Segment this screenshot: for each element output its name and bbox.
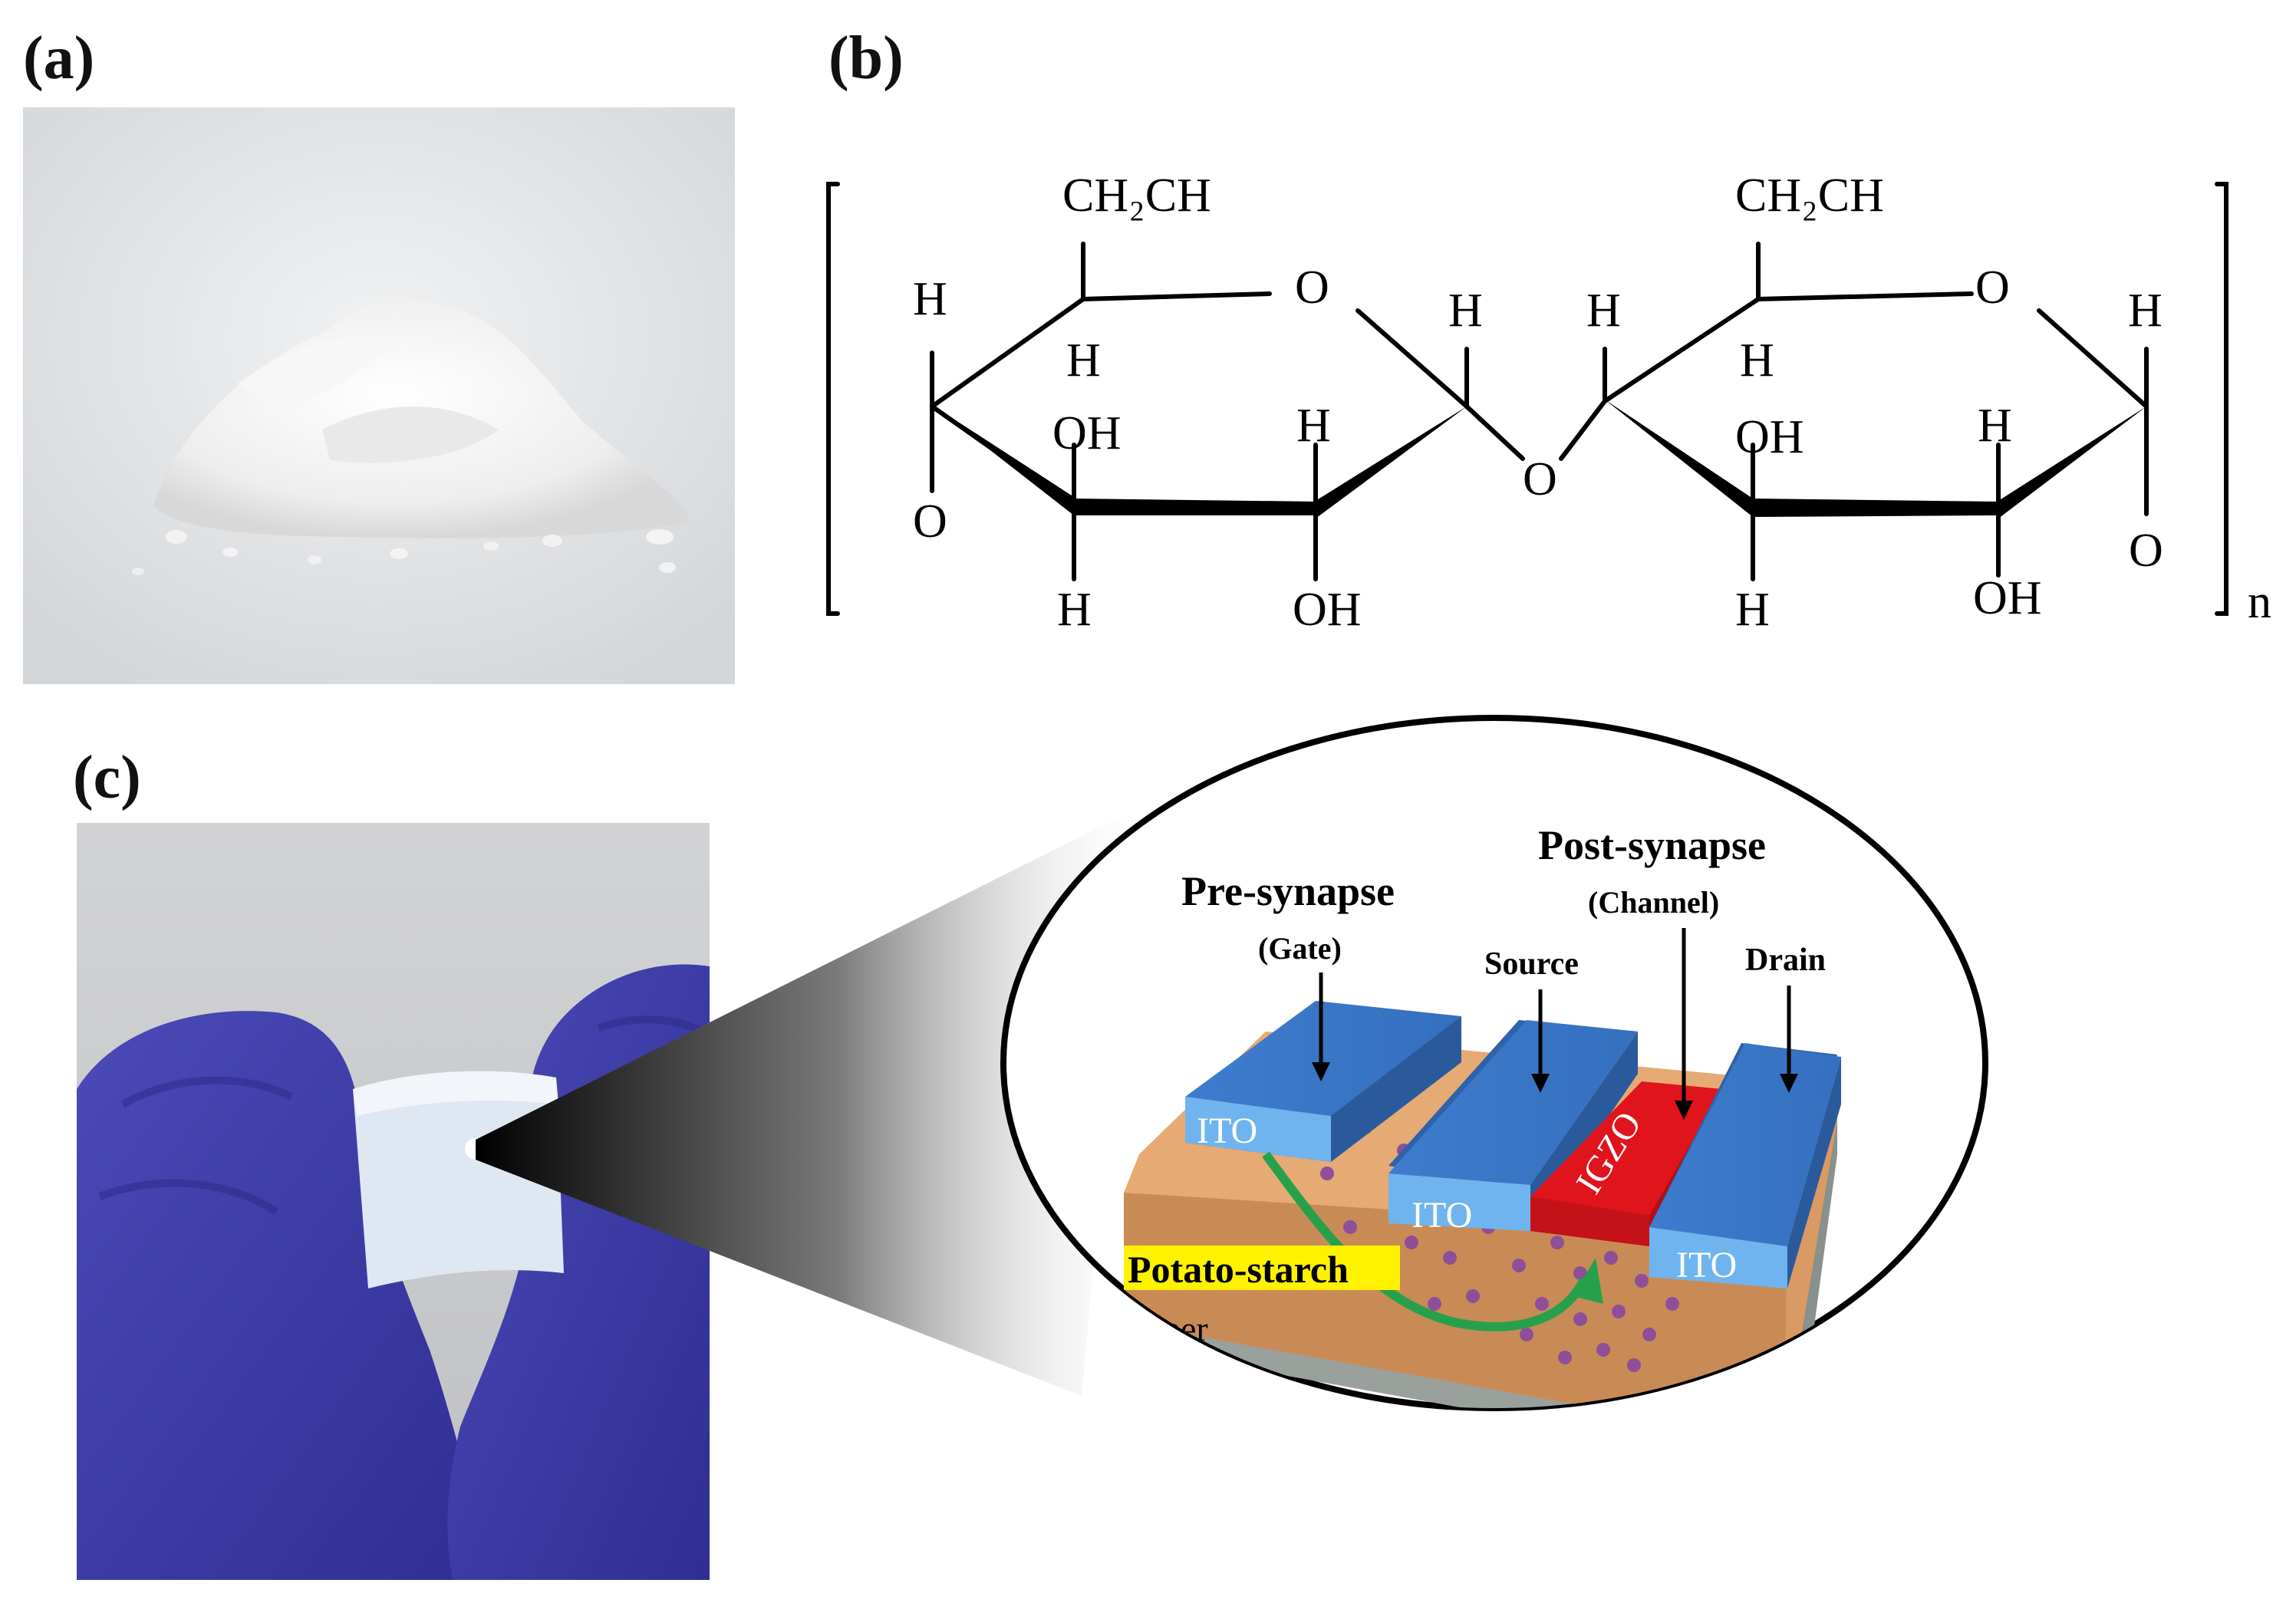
right-h-under-top: H [1740, 334, 1774, 387]
right-oh-upper: OH [1735, 411, 1804, 463]
right-o-right: O [2129, 525, 2163, 577]
powder-photo [23, 107, 735, 684]
gate-title: (Gate) [1258, 931, 1342, 966]
drain-electrode-front [1649, 1227, 1787, 1288]
gate-electrode [1185, 1001, 1461, 1116]
left-ch2ch: CH₂CH [1062, 169, 1211, 222]
starch-structure: n CH₂CH O H H H OH H O H OH O [826, 169, 2271, 636]
paper-label: Paper [1128, 1309, 1208, 1348]
left-o-bottom: O [913, 495, 947, 548]
left-bracket [826, 182, 840, 616]
repeat-subscript: n [2248, 576, 2271, 628]
left-h-upper-right: H [1296, 400, 1331, 452]
device-schematic: ITO ITO IGZO ITO Potato-starch P [1000, 715, 1988, 1411]
right-ring-o: O [1975, 262, 2010, 314]
drain-ito-label: ITO [1676, 1245, 1737, 1285]
left-ring-o: O [1295, 262, 1329, 314]
gate-electrode-front [1185, 1097, 1331, 1162]
starch-label: Potato-starch [1128, 1248, 1349, 1291]
right-h-upper-right: H [1978, 400, 2012, 452]
post-synapse-title: Post-synapse [1538, 822, 1766, 868]
bridge-o: O [1523, 453, 1557, 505]
source-title: Source [1484, 946, 1579, 982]
left-oh-bottom: OH [1293, 584, 1362, 636]
panel-label-b: (b) [828, 25, 904, 92]
left-h-bottom: H [1057, 584, 1092, 636]
right-bracket [2215, 182, 2228, 616]
ion-arrow [1262, 1151, 1589, 1331]
paper-front [1124, 1319, 1795, 1408]
source-ito-label: ITO [1412, 1195, 1472, 1236]
right-ch2ch: CH₂CH [1735, 169, 1884, 222]
right-h-right: H [2128, 285, 2163, 337]
left-h-under-top: H [1066, 334, 1101, 387]
gate-ito-label: ITO [1197, 1111, 1257, 1151]
igzo-channel [1530, 1081, 1722, 1216]
right-h-bottom: H [1735, 584, 1770, 636]
right-oh-bottom: OH [1973, 572, 2042, 624]
drain-electrode [1649, 1043, 1841, 1246]
zoom-cone [476, 809, 1135, 1396]
left-h-left: H [913, 273, 947, 325]
right-h-left: H [1586, 285, 1621, 337]
channel-title: (Channel) [1588, 885, 1719, 920]
source-electrode-front [1388, 1173, 1530, 1231]
drain-title: Drain [1745, 943, 1826, 978]
pre-synapse-title: Pre-synapse [1181, 868, 1395, 914]
starch-label-bg [1124, 1246, 1400, 1290]
panel-label-a: (a) [23, 25, 94, 92]
left-h-right: H [1448, 285, 1483, 337]
source-electrode [1388, 1020, 1638, 1185]
panel-label-c: (c) [73, 744, 141, 811]
left-oh-upper: OH [1052, 407, 1122, 459]
